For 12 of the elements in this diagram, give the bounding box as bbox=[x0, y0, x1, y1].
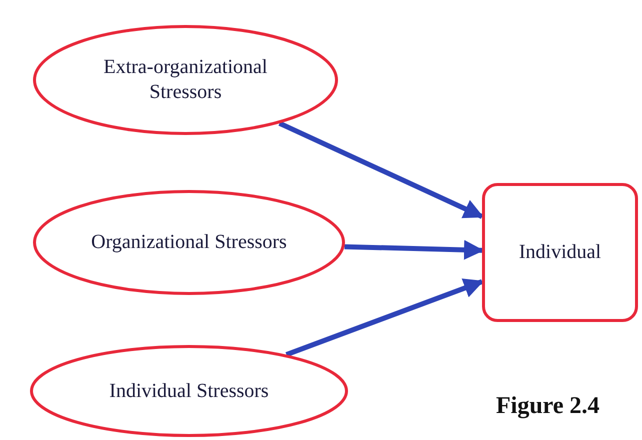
arrow bbox=[278, 121, 484, 219]
node-label: Organizational Stressors bbox=[91, 230, 287, 255]
rounded-box bbox=[482, 183, 638, 322]
arrow bbox=[344, 240, 484, 260]
ellipse-node bbox=[33, 25, 338, 135]
node-label: Extra-organizational Stressors bbox=[102, 55, 268, 105]
node-label: Individual Stressors bbox=[109, 378, 269, 404]
ellipse-node bbox=[30, 345, 348, 437]
ellipse-node bbox=[33, 190, 345, 295]
arrow bbox=[286, 278, 484, 357]
node-label: Individual bbox=[518, 240, 602, 265]
figure-caption: Figure 2.4 bbox=[496, 393, 600, 420]
